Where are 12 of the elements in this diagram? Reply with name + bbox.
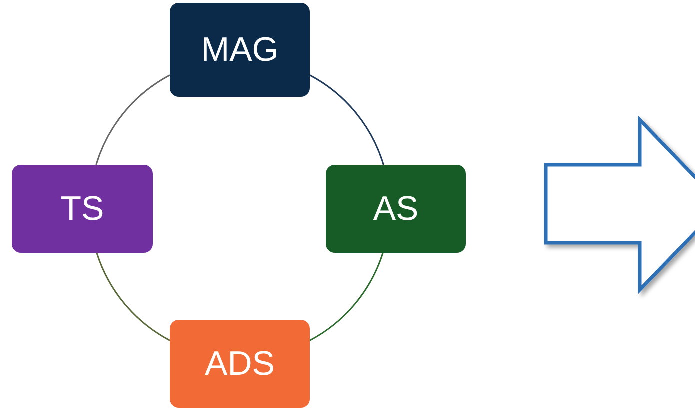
process-box [170,3,310,97]
connector-arc [96,74,170,166]
connector-arc [310,252,384,342]
process-box [326,165,466,253]
box-label: MAG [201,30,279,70]
connector-arc [96,252,170,342]
box-label: TS [60,190,104,228]
box-label: ADS [205,344,275,384]
process-box [12,165,153,253]
process-box [170,320,310,408]
box-label: AS [373,190,419,228]
connector-arc [310,74,384,166]
